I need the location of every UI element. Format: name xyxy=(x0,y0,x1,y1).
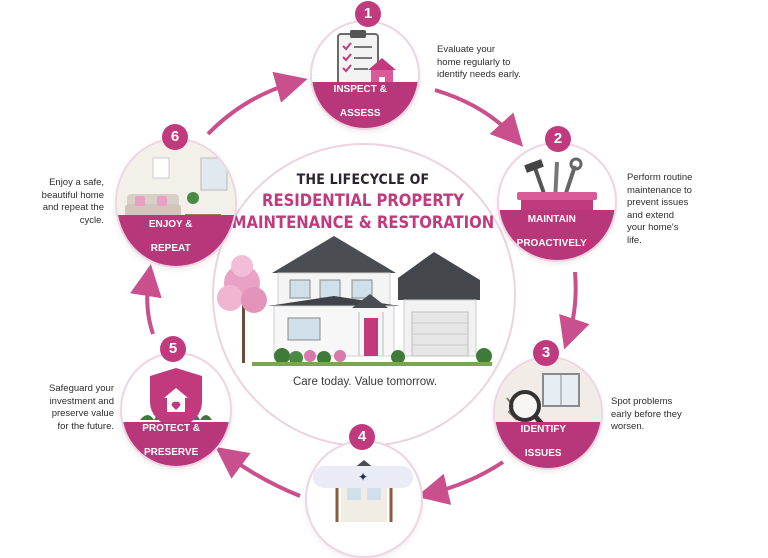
step-6-desc-line: beautiful home xyxy=(41,189,104,201)
step-1-number: 1 xyxy=(355,1,381,27)
step-6-description: Enjoy a safe, beautiful home and repeat … xyxy=(30,177,104,227)
step-2-number: 2 xyxy=(545,126,571,152)
step-3-circle: IDENTIFY ISSUES xyxy=(493,356,603,470)
step-3-desc-line: early before they xyxy=(611,408,682,420)
lifecycle-diagram: THE LIFECYCLE OF RESIDENTIAL PROPERTY MA… xyxy=(30,1,692,558)
house-illustration xyxy=(217,236,492,366)
step-3-desc-line: Spot problems xyxy=(611,396,673,407)
step-2-label-line-2: PROACTIVELY xyxy=(516,237,587,249)
step-1-circle: INSPECT & ASSESS xyxy=(310,20,420,130)
step-6-desc-line: cycle. xyxy=(79,214,104,226)
step-2-circle: MAINTAIN PROACTIVELY xyxy=(497,142,617,262)
step-3-desc-line: worsen. xyxy=(611,421,645,432)
step-1-desc-line: identify needs early. xyxy=(437,69,521,80)
step-2-desc-line: maintenance to xyxy=(627,184,692,196)
floating-search-bar[interactable]: ✦ xyxy=(313,466,413,488)
clipboard-house-icon xyxy=(337,30,396,89)
step-2-desc-line: Perform routine xyxy=(627,172,693,183)
step-5-label-line-2: PRESERVE xyxy=(143,446,199,458)
step-3-label-line-1: IDENTIFY xyxy=(520,424,566,436)
step-2-desc-line: and extend xyxy=(627,209,675,221)
arrow-4-to-5 xyxy=(215,446,301,498)
arrow-5-to-6 xyxy=(130,264,162,335)
step-4-number: 4 xyxy=(349,424,375,450)
step-5-desc-line: Safeguard your xyxy=(49,383,114,394)
title-line-2-3: RESIDENTIAL PROPERTY MAINTENANCE & RESTO… xyxy=(222,190,504,234)
step-6-label-line-2: REPEAT xyxy=(150,243,191,255)
arrow-6-to-1 xyxy=(206,71,308,136)
shield-house-icon xyxy=(140,368,212,430)
arrow-2-to-3 xyxy=(559,271,590,350)
step-5-description: Safeguard your investment and preserve v… xyxy=(34,383,114,433)
step-1-label-line-1: INSPECT & xyxy=(333,83,387,95)
step-1-desc-line: Evaluate your xyxy=(437,44,496,55)
step-2-description: Perform routine maintenance to prevent i… xyxy=(627,172,692,247)
step-5-desc-line: preserve value xyxy=(51,408,114,419)
step-4-circle xyxy=(305,440,423,558)
step-6-desc-line: and repeat the xyxy=(42,202,104,213)
step-5-circle: PROTECT & PRESERVE xyxy=(120,352,232,468)
title-line-3: MAINTENANCE & RESTORATION xyxy=(231,213,495,232)
step-2-desc-line: prevent issues xyxy=(627,197,689,208)
step-3-label: IDENTIFY ISSUES xyxy=(495,422,601,468)
title-line-1: THE LIFECYCLE OF xyxy=(296,172,430,188)
step-5-label-line-1: PROTECT & xyxy=(142,422,201,434)
restoration-house-icon xyxy=(335,460,393,522)
step-1-label: INSPECT & ASSESS xyxy=(312,81,418,128)
step-6-label-line-1: ENJOY & xyxy=(148,219,193,231)
tagline: Care today. Value tomorrow. xyxy=(292,376,438,388)
step-5-label: PROTECT & PRESERVE xyxy=(122,421,230,466)
step-6-number: 6 xyxy=(162,124,188,150)
title-line-2: RESIDENTIAL PROPERTY xyxy=(262,191,464,210)
step-5-number: 5 xyxy=(160,336,186,362)
step-5-desc-line: investment and xyxy=(49,395,114,407)
sparkle-icon: ✦ xyxy=(357,470,369,484)
step-2-desc-line: your home's xyxy=(627,222,679,233)
step-2-label: MAINTAIN PROACTIVELY xyxy=(499,209,615,260)
step-2-desc-line: life. xyxy=(627,234,642,246)
step-2-label-line-1: MAINTAIN xyxy=(527,213,576,225)
step-3-number: 3 xyxy=(533,340,559,366)
step-5-desc-line: for the future. xyxy=(57,420,114,432)
step-3-label-line-2: ISSUES xyxy=(524,448,562,460)
step-6-desc-line: Enjoy a safe, xyxy=(49,177,104,188)
step-3-description: Spot problems early before they worsen. xyxy=(611,396,682,434)
step-1-label-line-2: ASSESS xyxy=(339,107,381,119)
step-6-circle: ENJOY & REPEAT xyxy=(115,138,237,268)
arrow-1-to-2 xyxy=(434,88,524,147)
step-1-description: Evaluate your home regularly to identify… xyxy=(437,44,521,82)
step-6-label: ENJOY & REPEAT xyxy=(117,214,235,266)
arrow-3-to-4 xyxy=(416,460,505,505)
step-1-desc-line: home regularly to xyxy=(437,56,511,68)
